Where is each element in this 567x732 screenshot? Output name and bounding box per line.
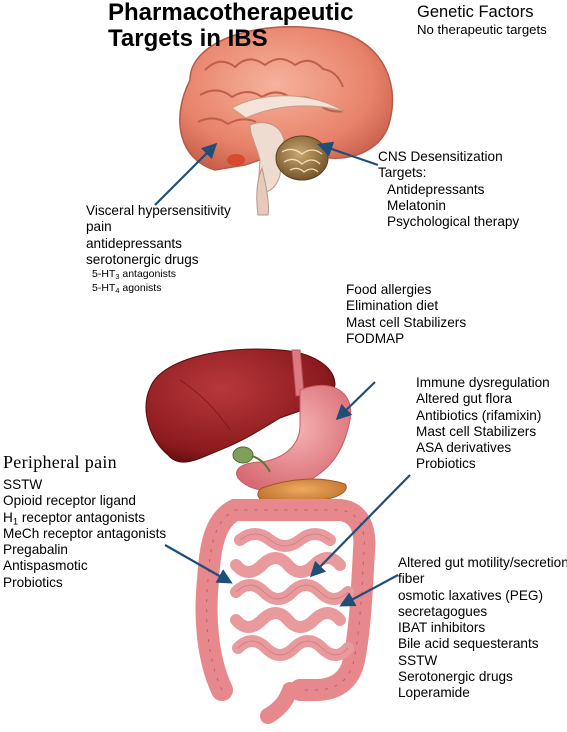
motility-line: Serotonergic drugs xyxy=(398,669,513,685)
food-block: Food allergies Elimination diet Mast cel… xyxy=(346,282,466,347)
arrow-peripheral xyxy=(164,544,233,584)
brain xyxy=(179,26,394,216)
motility-line: osmotic laxatives (PEG) xyxy=(398,587,544,603)
peripheral-heading: Peripheral pain xyxy=(3,452,117,472)
page-title: Pharmacotherapeutic Targets in IBS xyxy=(108,0,354,52)
motility-line: Loperamide xyxy=(398,685,470,701)
peripheral-line: Opioid receptor ligand xyxy=(3,493,136,509)
immune-line: ASA derivatives xyxy=(416,440,512,456)
peripheral-line: MeCh receptor antagonists xyxy=(3,525,167,541)
immune-line: Altered gut flora xyxy=(416,391,512,407)
immune-line: Antibiotics (rifamixin) xyxy=(416,407,542,423)
liver xyxy=(145,348,336,463)
visceral-block: Visceral hypersensitivity pain antidepre… xyxy=(86,203,231,295)
food-line: Mast cell Stabilizers xyxy=(346,314,467,330)
peripheral-line: Pregabalin xyxy=(3,542,68,558)
peripheral-line: H1 receptor antagonists xyxy=(3,509,146,527)
peripheral-line: Antispasmotic xyxy=(3,558,88,574)
arrow-food xyxy=(335,381,376,421)
immune-line: Mast cell Stabilizers xyxy=(416,423,537,439)
arrows xyxy=(154,141,411,607)
cns-item: Psychological therapy xyxy=(387,214,520,230)
genetic-factors-block: Genetic Factors No therapeutic targets xyxy=(417,3,547,38)
immune-line: Probiotics xyxy=(416,456,476,472)
motility-line: SSTW xyxy=(398,652,438,668)
cns-heading: CNS Desensitization xyxy=(378,149,503,164)
motility-line: IBAT inhibitors xyxy=(398,620,486,636)
arrow-cns xyxy=(317,141,379,167)
food-line: Elimination diet xyxy=(346,298,439,314)
arrow-immune xyxy=(309,474,411,578)
peripheral-line: Probiotics xyxy=(3,574,63,590)
small-intestine xyxy=(230,528,354,661)
food-line: FODMAP xyxy=(346,330,405,346)
cns-item: Melatonin xyxy=(387,197,446,213)
immune-line: Immune dysregulation xyxy=(416,375,550,390)
food-line: Food allergies xyxy=(346,282,432,297)
motility-line: Bile acid sequesterants xyxy=(398,636,539,652)
large-intestine xyxy=(195,499,376,724)
cerebellum xyxy=(275,135,329,181)
peripheral-block: Peripheral pain SSTW Opioid receptor lig… xyxy=(3,452,166,591)
cns-item: Antidepressants xyxy=(387,181,485,197)
motility-line: Altered gut motility/secretion xyxy=(398,555,567,570)
gallbladder xyxy=(232,446,271,473)
motility-line: fiber xyxy=(398,571,425,587)
motility-line: secretagogues xyxy=(398,603,488,619)
visceral-subitem: 5-HT3 antagonists xyxy=(92,268,177,282)
visceral-subitem: 5-HT4 agonists xyxy=(92,281,162,295)
arrow-visceral xyxy=(154,142,218,206)
arrow-motility xyxy=(339,574,399,607)
motility-block: Altered gut motility/secretion fiber osm… xyxy=(398,555,567,702)
cns-block: CNS Desensitization Targets: Antidepress… xyxy=(378,149,519,230)
genetic-factors-note: No therapeutic targets xyxy=(417,22,547,37)
immune-block: Immune dysregulation Altered gut flora A… xyxy=(416,375,550,473)
genetic-factors-heading: Genetic Factors xyxy=(417,3,534,21)
peripheral-line: SSTW xyxy=(3,477,43,492)
visceral-line: serotonergic drugs xyxy=(86,251,199,267)
cns-heading: Targets: xyxy=(378,165,427,181)
visceral-line: Visceral hypersensitivity xyxy=(86,203,231,218)
visceral-line: pain xyxy=(86,219,112,235)
visceral-line: antidepressants xyxy=(86,235,182,251)
